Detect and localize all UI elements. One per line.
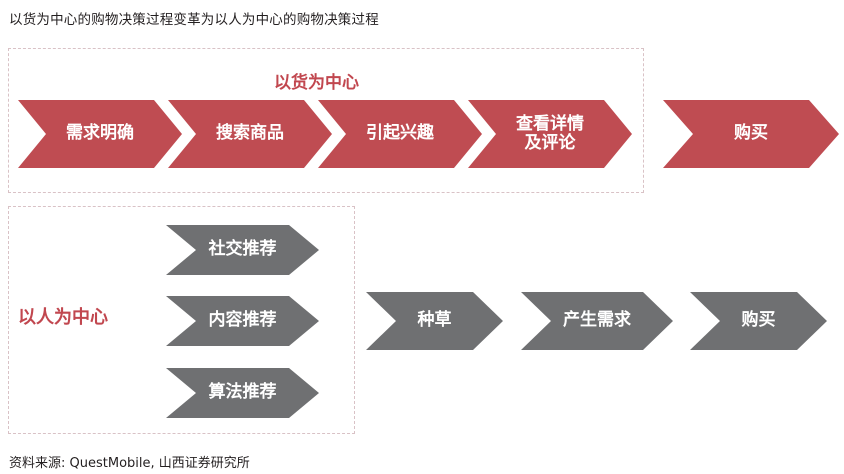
people-step-seeding[interactable]: 种草	[366, 292, 503, 350]
people-centric-caption: 以人为中心	[18, 307, 108, 328]
people-step-purchase-label: 购买	[741, 310, 776, 331]
people-step-demand-label: 产生需求	[563, 310, 631, 331]
goods-step-1-label: 需求明确	[66, 123, 134, 144]
goods-outcome-purchase[interactable]: 购买	[663, 100, 839, 168]
goods-step-4-label-line2: 及评论	[524, 133, 576, 153]
people-source-algorithm-label: 算法推荐	[208, 382, 277, 403]
people-step-seeding-label: 种草	[417, 310, 452, 331]
goods-centric-caption: 以货为中心	[274, 73, 359, 93]
people-source-content-label: 内容推荐	[208, 310, 277, 331]
goods-step-3-label: 引起兴趣	[366, 123, 434, 144]
goods-step-2-label: 搜索商品	[216, 123, 284, 144]
goods-step-4-label-line1: 查看详情	[516, 113, 584, 134]
people-centric-container	[8, 206, 355, 434]
people-step-purchase[interactable]: 购买	[690, 292, 827, 350]
goods-centric-container	[8, 48, 644, 193]
people-step-demand[interactable]: 产生需求	[521, 292, 673, 350]
source-note: 资料来源: QuestMobile, 山西证券研究所	[9, 456, 250, 471]
page-title: 以货为中心的购物决策过程变革为以人为中心的购物决策过程	[9, 12, 379, 28]
goods-outcome-purchase-label: 购买	[734, 123, 768, 144]
people-source-social-label: 社交推荐	[208, 239, 277, 260]
